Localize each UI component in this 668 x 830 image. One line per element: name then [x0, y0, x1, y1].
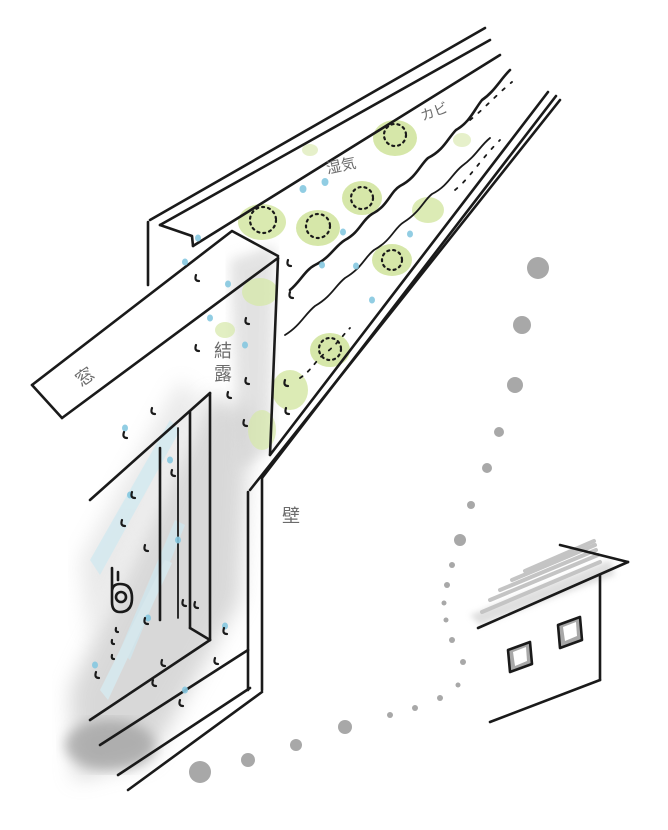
- condensation-label-2: 露: [214, 364, 232, 385]
- window-label: 窓: [72, 364, 99, 392]
- window-latch-icon: [110, 566, 134, 614]
- window-frame-structure: [30, 26, 562, 792]
- humidity-label: 湿気: [325, 154, 358, 178]
- wall-label: 壁: [282, 506, 300, 527]
- condensation-label-1: 結: [214, 341, 232, 362]
- vapor-dots-trail: [189, 257, 549, 783]
- mold-wavy-edges: [284, 68, 513, 379]
- mold-spore-rings: [248, 122, 408, 362]
- watercolor-shadows: [65, 245, 615, 780]
- house-window-icon: [506, 615, 584, 674]
- distant-house: [476, 539, 630, 724]
- condensation-droplets: [92, 178, 413, 708]
